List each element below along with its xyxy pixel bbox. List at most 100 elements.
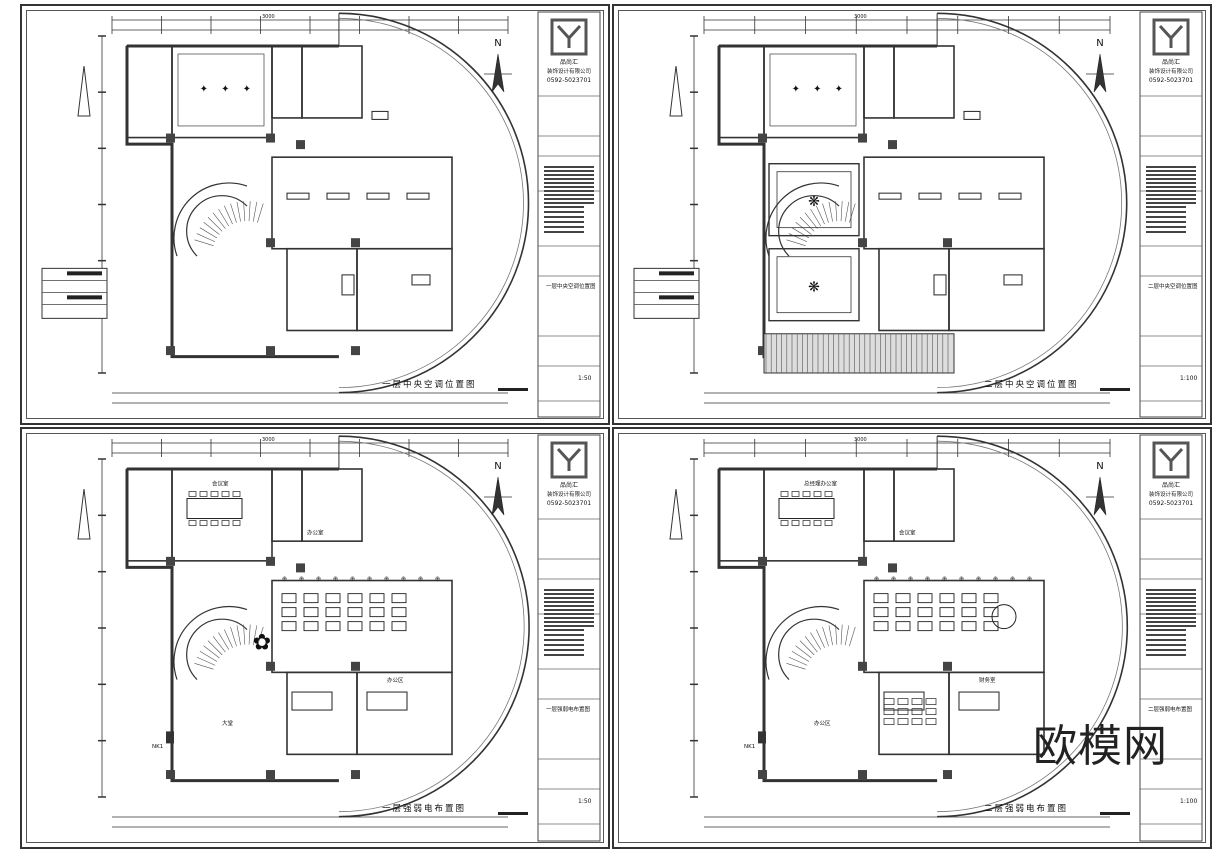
stair-tread: [788, 233, 808, 243]
structural-column: [266, 556, 275, 566]
title-underline: [1100, 388, 1130, 391]
outlet-icon: ⊕: [959, 576, 964, 583]
title-block-text-line: [1146, 597, 1196, 599]
workstation-desk: [369, 621, 385, 632]
workstation-desk: [925, 718, 937, 725]
chair: [802, 520, 811, 526]
chair: [780, 520, 789, 526]
stair-tread: [212, 212, 226, 229]
floor-plan-4: 品尚汇装饰设计有限公司0592-5023701二层强弱电布置图1:1003000…: [669, 434, 1203, 842]
structural-column: [758, 346, 767, 356]
meeting-table: [778, 498, 835, 520]
title-block-text-line: [544, 226, 584, 228]
stair-tread: [196, 656, 216, 666]
workstation-desk: [369, 593, 385, 604]
company-name: 品尚汇: [560, 481, 578, 489]
structural-column: [888, 140, 897, 150]
outlet-icon: ⊕: [925, 576, 930, 583]
company-phone: 0592-5023701: [1149, 77, 1193, 84]
stair-tread: [252, 625, 258, 646]
title-underline: [498, 388, 528, 391]
stair-tread: [799, 640, 815, 656]
floor-plan-1: 品尚汇装饰设计有限公司0592-5023701一层中央空调位置图1:503000…: [41, 11, 601, 418]
stair-tread: [810, 208, 822, 227]
dimension-text: 3000: [262, 437, 275, 443]
room-label: 办公室: [307, 529, 324, 537]
ac-diffuser: [958, 192, 982, 200]
elevation-marker-icon: [669, 65, 683, 117]
workstation-desk: [961, 593, 977, 604]
stair-tread: [828, 625, 833, 646]
room-label: 会议室: [212, 479, 229, 487]
room: [286, 247, 358, 332]
room: [271, 156, 453, 250]
outlet-icon: ⊕: [993, 576, 998, 583]
company-name: 品尚汇: [1162, 481, 1180, 489]
outlet-icon: ⊕: [976, 576, 981, 583]
meeting-table: [186, 498, 243, 520]
stair-tread: [218, 208, 230, 227]
title-block-text-line: [544, 605, 594, 607]
title-block-text-line: [544, 589, 594, 591]
office-desk: [958, 691, 1000, 711]
structural-column: [266, 133, 275, 143]
structural-column: [943, 238, 952, 248]
floor-plan-3: 品尚汇装饰设计有限公司0592-5023701一层强弱电布置图1:503000办…: [77, 434, 601, 842]
ac-diffuser: [406, 192, 430, 200]
title-block-text-line: [544, 198, 594, 200]
structural-column: [296, 140, 305, 150]
legend-box: [41, 267, 108, 319]
north-label: N: [494, 461, 501, 472]
structural-column: [758, 770, 767, 780]
outlet-icon: ⊕: [316, 576, 321, 583]
electrical-panel-label: NK1: [744, 744, 755, 750]
room-label: 大堂: [222, 719, 234, 727]
logo-frame: [1152, 441, 1190, 479]
title-block-text-line: [544, 621, 594, 623]
stair-tread: [243, 624, 246, 645]
stair-tread: [199, 227, 218, 239]
room: [893, 45, 955, 119]
stair-tread: [199, 650, 218, 662]
north-arrow-icon: [491, 476, 505, 516]
structural-column: [858, 133, 867, 143]
light-fixture-icon: ✦: [835, 84, 843, 95]
electrical-panel: [166, 731, 174, 744]
structural-column: [266, 238, 275, 248]
workstation-desk: [917, 607, 933, 618]
stair-tread: [224, 629, 233, 648]
workstation-desk: [303, 593, 319, 604]
title-block-text-line: [1146, 649, 1186, 651]
title-block-text-line: [1146, 613, 1196, 615]
stair-tread: [788, 656, 808, 666]
outlet-icon: ⊕: [908, 576, 913, 583]
outlet-icon: ⊕: [401, 576, 406, 583]
title-underline: [1100, 812, 1130, 815]
chair: [813, 491, 822, 497]
workstation-desk: [917, 621, 933, 632]
title-block-text-line: [544, 221, 584, 223]
title-block-text-line: [1146, 629, 1186, 631]
workstation-desk: [897, 718, 909, 725]
stair-tread: [196, 233, 216, 243]
north-arrow-icon: [491, 53, 505, 93]
stair-tread: [844, 625, 850, 646]
curved-wall: [937, 435, 1129, 818]
curved-wall-inner: [937, 17, 1123, 389]
title-block-text-line: [1146, 654, 1186, 656]
stair-tread: [207, 640, 223, 656]
curved-wall-inner: [338, 17, 524, 389]
scale-label: 1:50: [578, 375, 592, 382]
title-block-text-line: [544, 174, 594, 176]
ac-unit-icon: [1003, 274, 1023, 286]
workstation-desk: [281, 593, 297, 604]
dimension-text: 3000: [262, 14, 275, 20]
workstation-desk: [883, 708, 895, 715]
structural-column: [758, 133, 767, 143]
stair-tread: [840, 624, 843, 645]
title-underline: [498, 812, 528, 815]
workstation-desk: [925, 708, 937, 715]
title-block-text-line: [544, 649, 584, 651]
curved-wall: [338, 435, 530, 818]
logo-frame: [550, 18, 588, 56]
